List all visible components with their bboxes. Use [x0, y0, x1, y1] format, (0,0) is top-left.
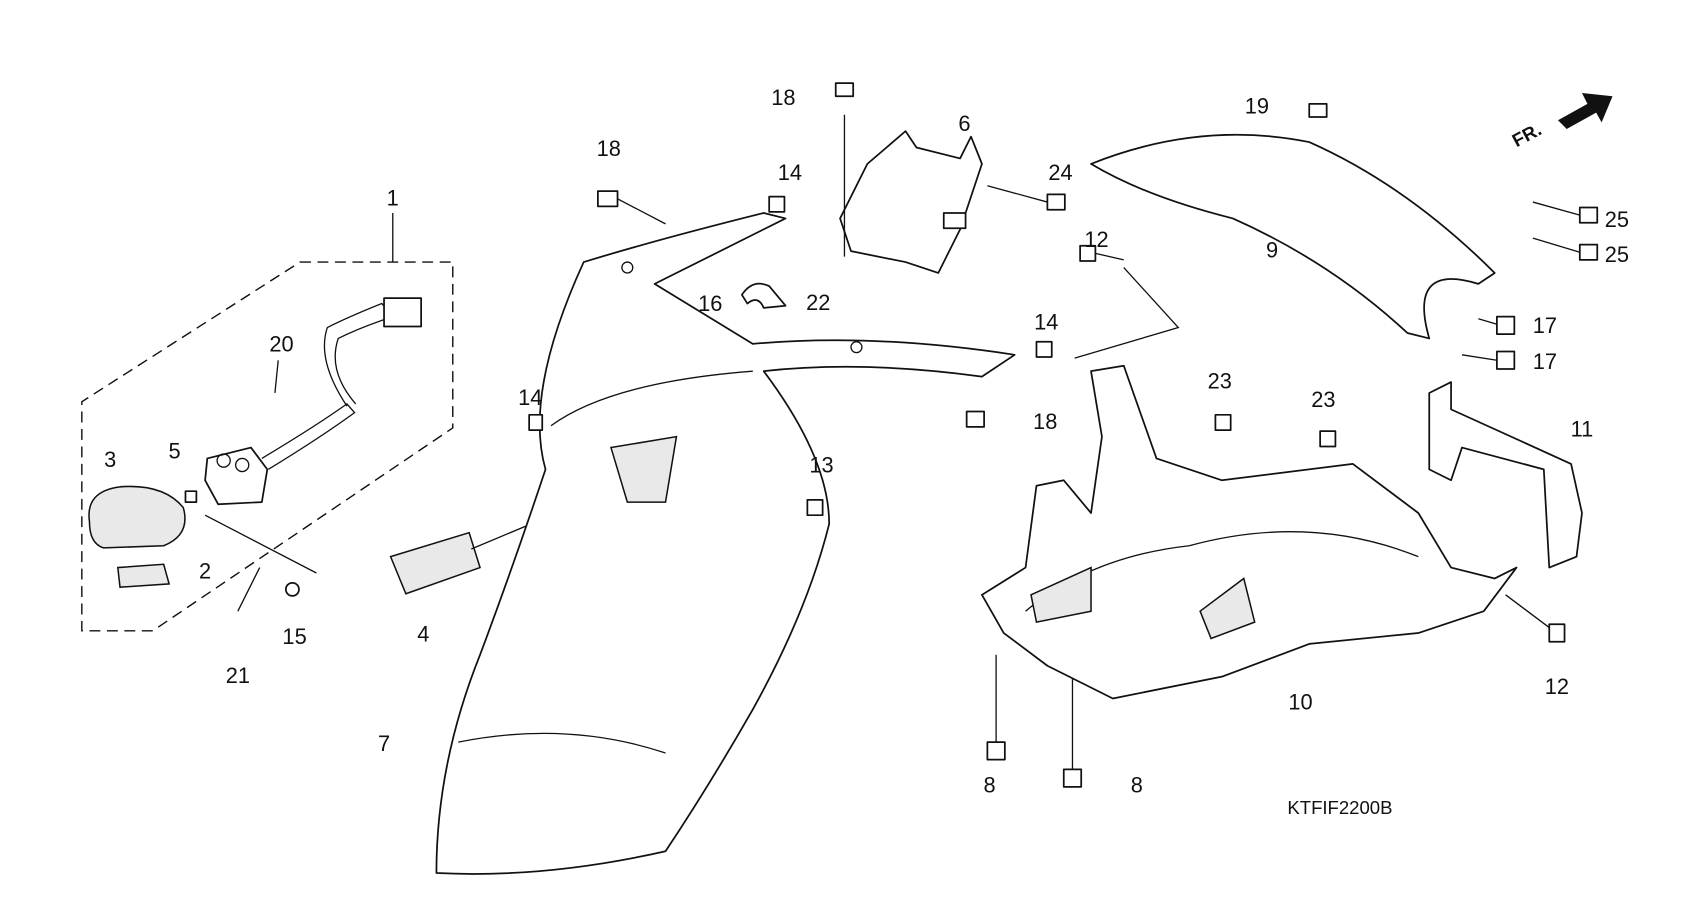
bracket-cover — [1428, 381, 1583, 569]
callout-17: 17 — [1533, 313, 1557, 338]
callout-8: 8 — [1131, 772, 1143, 797]
callout-10: 10 — [1288, 689, 1312, 714]
front-label: FR. — [1509, 118, 1545, 151]
callout-15: 15 — [282, 624, 306, 649]
callout-4: 4 — [417, 622, 429, 647]
callout-17: 17 — [1533, 349, 1557, 374]
rear-mudguard — [1090, 133, 1496, 340]
diagram-code: KTFIF2200B — [1287, 797, 1392, 818]
callout-14: 14 — [518, 385, 542, 410]
bolts — [528, 102, 1599, 788]
callout-18: 18 — [597, 136, 621, 161]
callout-6: 6 — [958, 111, 970, 136]
callout-19: 19 — [1245, 94, 1269, 119]
callout-23: 23 — [1311, 387, 1335, 412]
callout-14: 14 — [1034, 310, 1058, 335]
callout-21: 21 — [226, 663, 250, 688]
front-direction-arrow: FR. — [1509, 92, 1613, 151]
callout-16: 16 — [698, 291, 722, 316]
clamp — [741, 282, 787, 309]
callout-23: 23 — [1208, 369, 1232, 394]
callout-9: 9 — [1266, 238, 1278, 263]
callout-22: 22 — [806, 290, 830, 315]
callout-20: 20 — [269, 332, 293, 357]
callout-7: 7 — [378, 731, 390, 756]
bracket — [834, 82, 983, 274]
callouts: 1 20 3 5 2 21 15 4 7 18 18 14 6 16 22 24 12 14 14 18 13 19 9 25… — [104, 85, 1629, 797]
callout-12: 12 — [1545, 674, 1569, 699]
rear-fender-a — [435, 212, 1016, 875]
callout-25: 25 — [1605, 207, 1629, 232]
inner-fender — [981, 364, 1518, 700]
callout-18: 18 — [771, 85, 795, 110]
callout-5: 5 — [168, 438, 180, 463]
callout-3: 3 — [104, 447, 116, 472]
callout-14: 14 — [778, 160, 802, 185]
taillight-assembly-group — [81, 212, 454, 632]
callout-11: 11 — [1571, 417, 1594, 442]
callout-2: 2 — [199, 558, 211, 583]
callout-25: 25 — [1605, 242, 1629, 267]
callout-18: 18 — [1033, 409, 1057, 434]
callout-13: 13 — [809, 453, 833, 478]
license-light — [88, 297, 423, 612]
callout-24: 24 — [1048, 160, 1072, 185]
callout-12: 12 — [1084, 227, 1108, 252]
callout-1: 1 — [387, 185, 399, 210]
callout-8: 8 — [983, 772, 995, 797]
